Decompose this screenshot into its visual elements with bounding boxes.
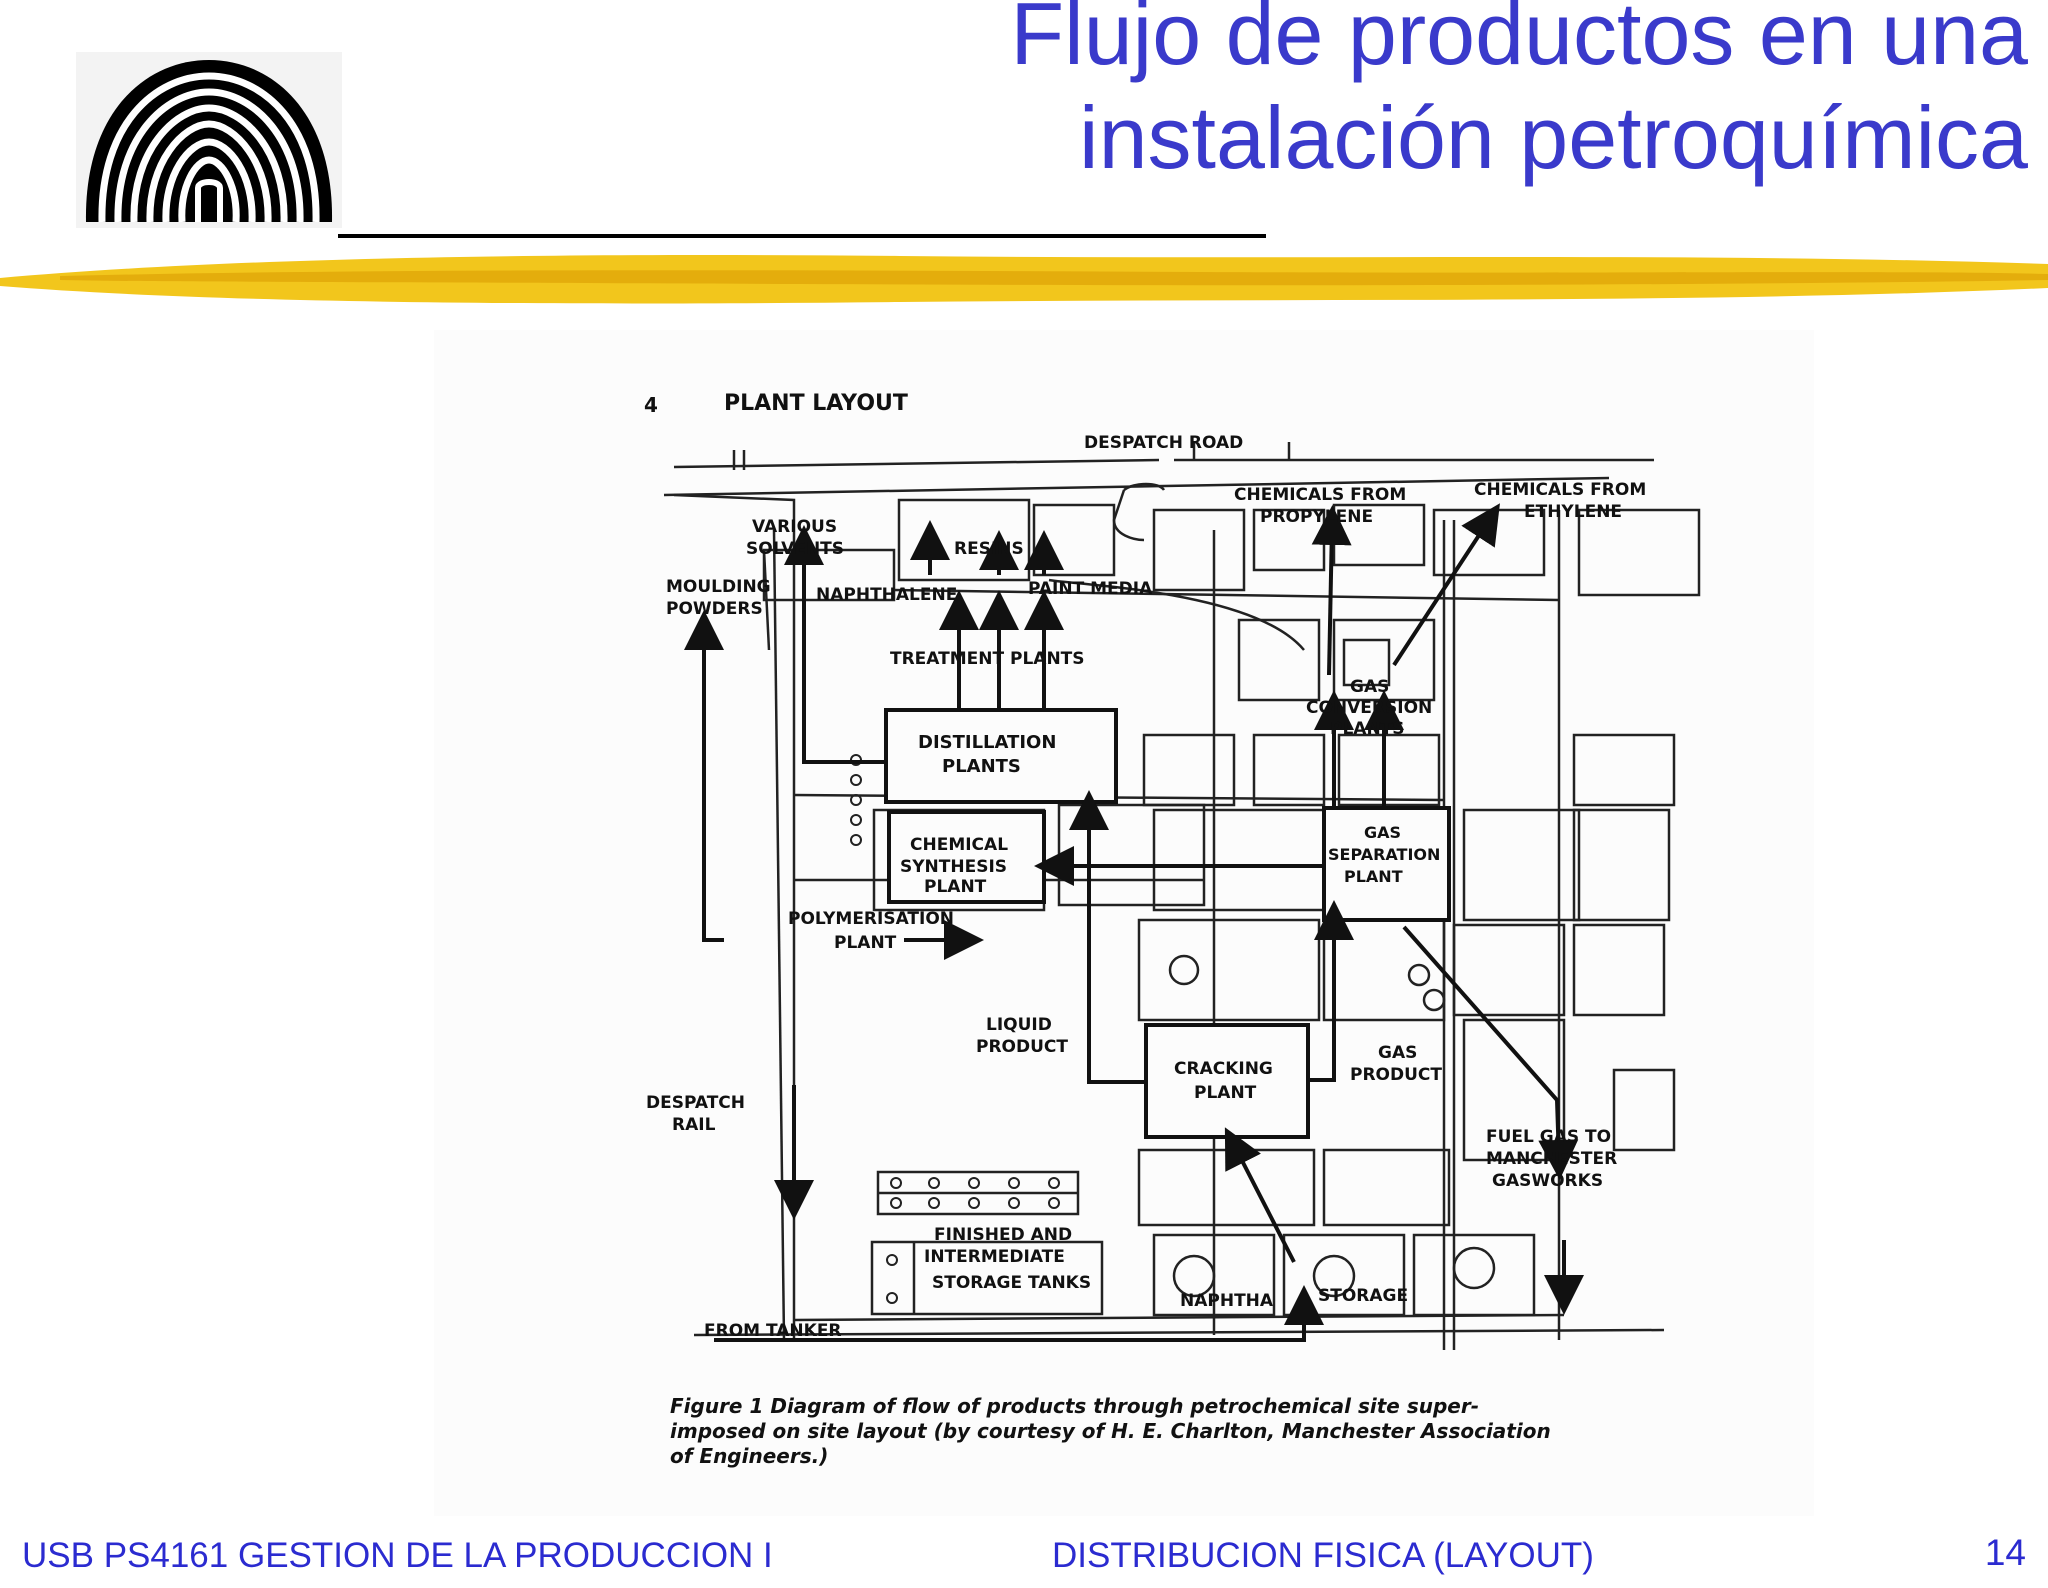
label-moulding-1: MOULDING	[666, 577, 771, 597]
label-from-tanker: FROM TANKER	[704, 1321, 842, 1341]
label-finished-1: FINISHED AND	[934, 1225, 1072, 1245]
label-chem-ethylene-2: ETHYLENE	[1524, 502, 1622, 522]
label-polymerisation-2: PLANT	[834, 933, 897, 953]
label-cracking-1: CRACKING	[1174, 1059, 1273, 1079]
flow-arrows	[684, 503, 1584, 1342]
label-despatch-rail-1: DESPATCH	[646, 1093, 745, 1113]
label-chem-propylene-2: PROPYLENE	[1260, 507, 1373, 527]
label-storage: STORAGE	[1318, 1286, 1408, 1306]
figure-page-number: 4	[644, 393, 658, 417]
slide-number: 14	[1984, 1532, 2026, 1573]
slide-title: Flujo de productos en una instalación pe…	[828, 0, 2028, 190]
footer-course: USB PS4161 GESTION DE LA PRODUCCION I	[22, 1536, 773, 1575]
label-distillation-2: PLANTS	[942, 756, 1021, 777]
caption-line-1: Figure 1 Diagram of flow of products thr…	[670, 1394, 1479, 1418]
storage-tanks	[850, 754, 1060, 1304]
site-roads	[663, 442, 1665, 1350]
label-paint-media: PAINT MEDIA	[1028, 579, 1153, 599]
label-gas-conversion-3: PLANTS	[1330, 719, 1405, 739]
label-naphthalene: NAPHTHALENE	[816, 585, 957, 605]
label-gas-product-1: GAS	[1378, 1043, 1417, 1063]
label-chem-propylene-1: CHEMICALS FROM	[1234, 485, 1406, 505]
label-despatch-road: DESPATCH ROAD	[1084, 433, 1243, 453]
title-line-2: instalación petroquímica	[1079, 88, 2028, 187]
label-naphtha: NAPHTHA	[1180, 1291, 1274, 1311]
label-gas-conversion-1: GAS	[1350, 677, 1389, 697]
label-gas-sep-3: PLANT	[1344, 867, 1403, 886]
label-finished-2: INTERMEDIATE	[924, 1247, 1065, 1267]
label-fuel-gas-1: FUEL GAS TO	[1486, 1127, 1611, 1147]
figure-caption: Figure 1 Diagram of flow of products thr…	[670, 1394, 1551, 1468]
label-various-1: VARIOUS	[752, 517, 837, 537]
caption-line-2: imposed on site layout (by courtesy of H…	[670, 1419, 1551, 1443]
label-liquid-product-2: PRODUCT	[976, 1037, 1068, 1057]
decorative-yellow-stripe	[0, 254, 2048, 304]
title-line-1: Flujo de productos en una	[1010, 0, 2028, 83]
footer-topic: DISTRIBUCION FISICA (LAYOUT)	[1052, 1536, 1594, 1575]
label-moulding-2: POWDERS	[666, 599, 763, 619]
label-cracking-2: PLANT	[1194, 1083, 1257, 1103]
label-fuel-gas-3: GASWORKS	[1492, 1171, 1603, 1191]
label-liquid-product-1: LIQUID	[986, 1015, 1052, 1035]
cracking-plant-box	[1144, 1023, 1310, 1139]
label-fuel-gas-2: MANCHESTER	[1486, 1149, 1617, 1169]
plant-layout-diagram: 4 PLANT LAYOUT	[644, 391, 1701, 1468]
label-polymerisation-1: POLYMERISATION	[788, 909, 954, 929]
title-underline	[338, 234, 1266, 238]
label-gas-sep-1: GAS	[1364, 823, 1401, 842]
label-chem-synthesis-3: PLANT	[924, 877, 987, 897]
label-chem-synthesis-1: CHEMICAL	[910, 835, 1008, 855]
label-various-2: SOLVENTS	[746, 539, 844, 559]
label-gas-conversion-2: CONVERSION	[1306, 698, 1432, 718]
figure-heading: PLANT LAYOUT	[724, 391, 908, 416]
label-chem-ethylene-1: CHEMICALS FROM	[1474, 480, 1646, 500]
label-finished-3: STORAGE TANKS	[932, 1273, 1091, 1293]
label-resins: RESINS	[954, 539, 1024, 559]
label-gas-product-2: PRODUCT	[1350, 1065, 1442, 1085]
label-chem-synthesis-2: SYNTHESIS	[900, 857, 1007, 877]
label-treatment-plants: TREATMENT PLANTS	[890, 649, 1085, 669]
plant-layout-figure: 4 PLANT LAYOUT	[434, 330, 1814, 1516]
university-logo	[76, 52, 342, 228]
label-despatch-rail-2: RAIL	[672, 1115, 716, 1135]
label-distillation-1: DISTILLATION	[918, 732, 1056, 753]
diagram-labels: DESPATCH ROAD CHEMICALS FROM PROPYLENE C…	[646, 433, 1646, 1341]
label-gas-sep-2: SEPARATION	[1328, 845, 1440, 864]
caption-line-3: of Engineers.)	[670, 1444, 828, 1468]
